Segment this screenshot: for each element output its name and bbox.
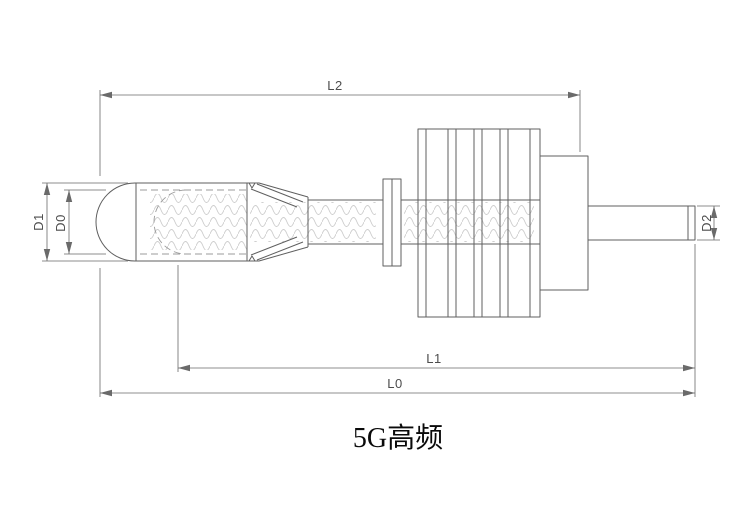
probe-barrel [135, 182, 248, 262]
spring-texture-body [404, 202, 534, 242]
spring-texture-shaft [250, 202, 376, 242]
spring-texture [150, 194, 534, 250]
dimension-lines [42, 90, 720, 397]
step-section [539, 155, 589, 291]
drawing-title: 5G高频 [353, 422, 443, 454]
probe-tip-dome [95, 182, 136, 262]
hidden-piston-arc [153, 189, 187, 255]
hidden-lines [140, 189, 247, 255]
part-outline [95, 128, 696, 318]
body-grooves [425, 129, 531, 317]
dim-label-l2: L2 [327, 78, 342, 93]
collet-crown [247, 182, 309, 262]
dim-label-l0: L0 [387, 376, 402, 391]
pin [587, 205, 696, 241]
dimension-labels: L2 L1 L0 D1 D0 D2 [31, 78, 714, 391]
hidden-bore-lines [140, 189, 247, 255]
extension-lines [42, 90, 720, 397]
dim-label-d1: D1 [31, 213, 46, 231]
dim-label-d0: D0 [53, 214, 68, 232]
dim-label-l1: L1 [426, 351, 441, 366]
dim-label-d2: D2 [699, 214, 714, 232]
shaft [308, 199, 540, 245]
spring-texture-tip [150, 194, 247, 250]
